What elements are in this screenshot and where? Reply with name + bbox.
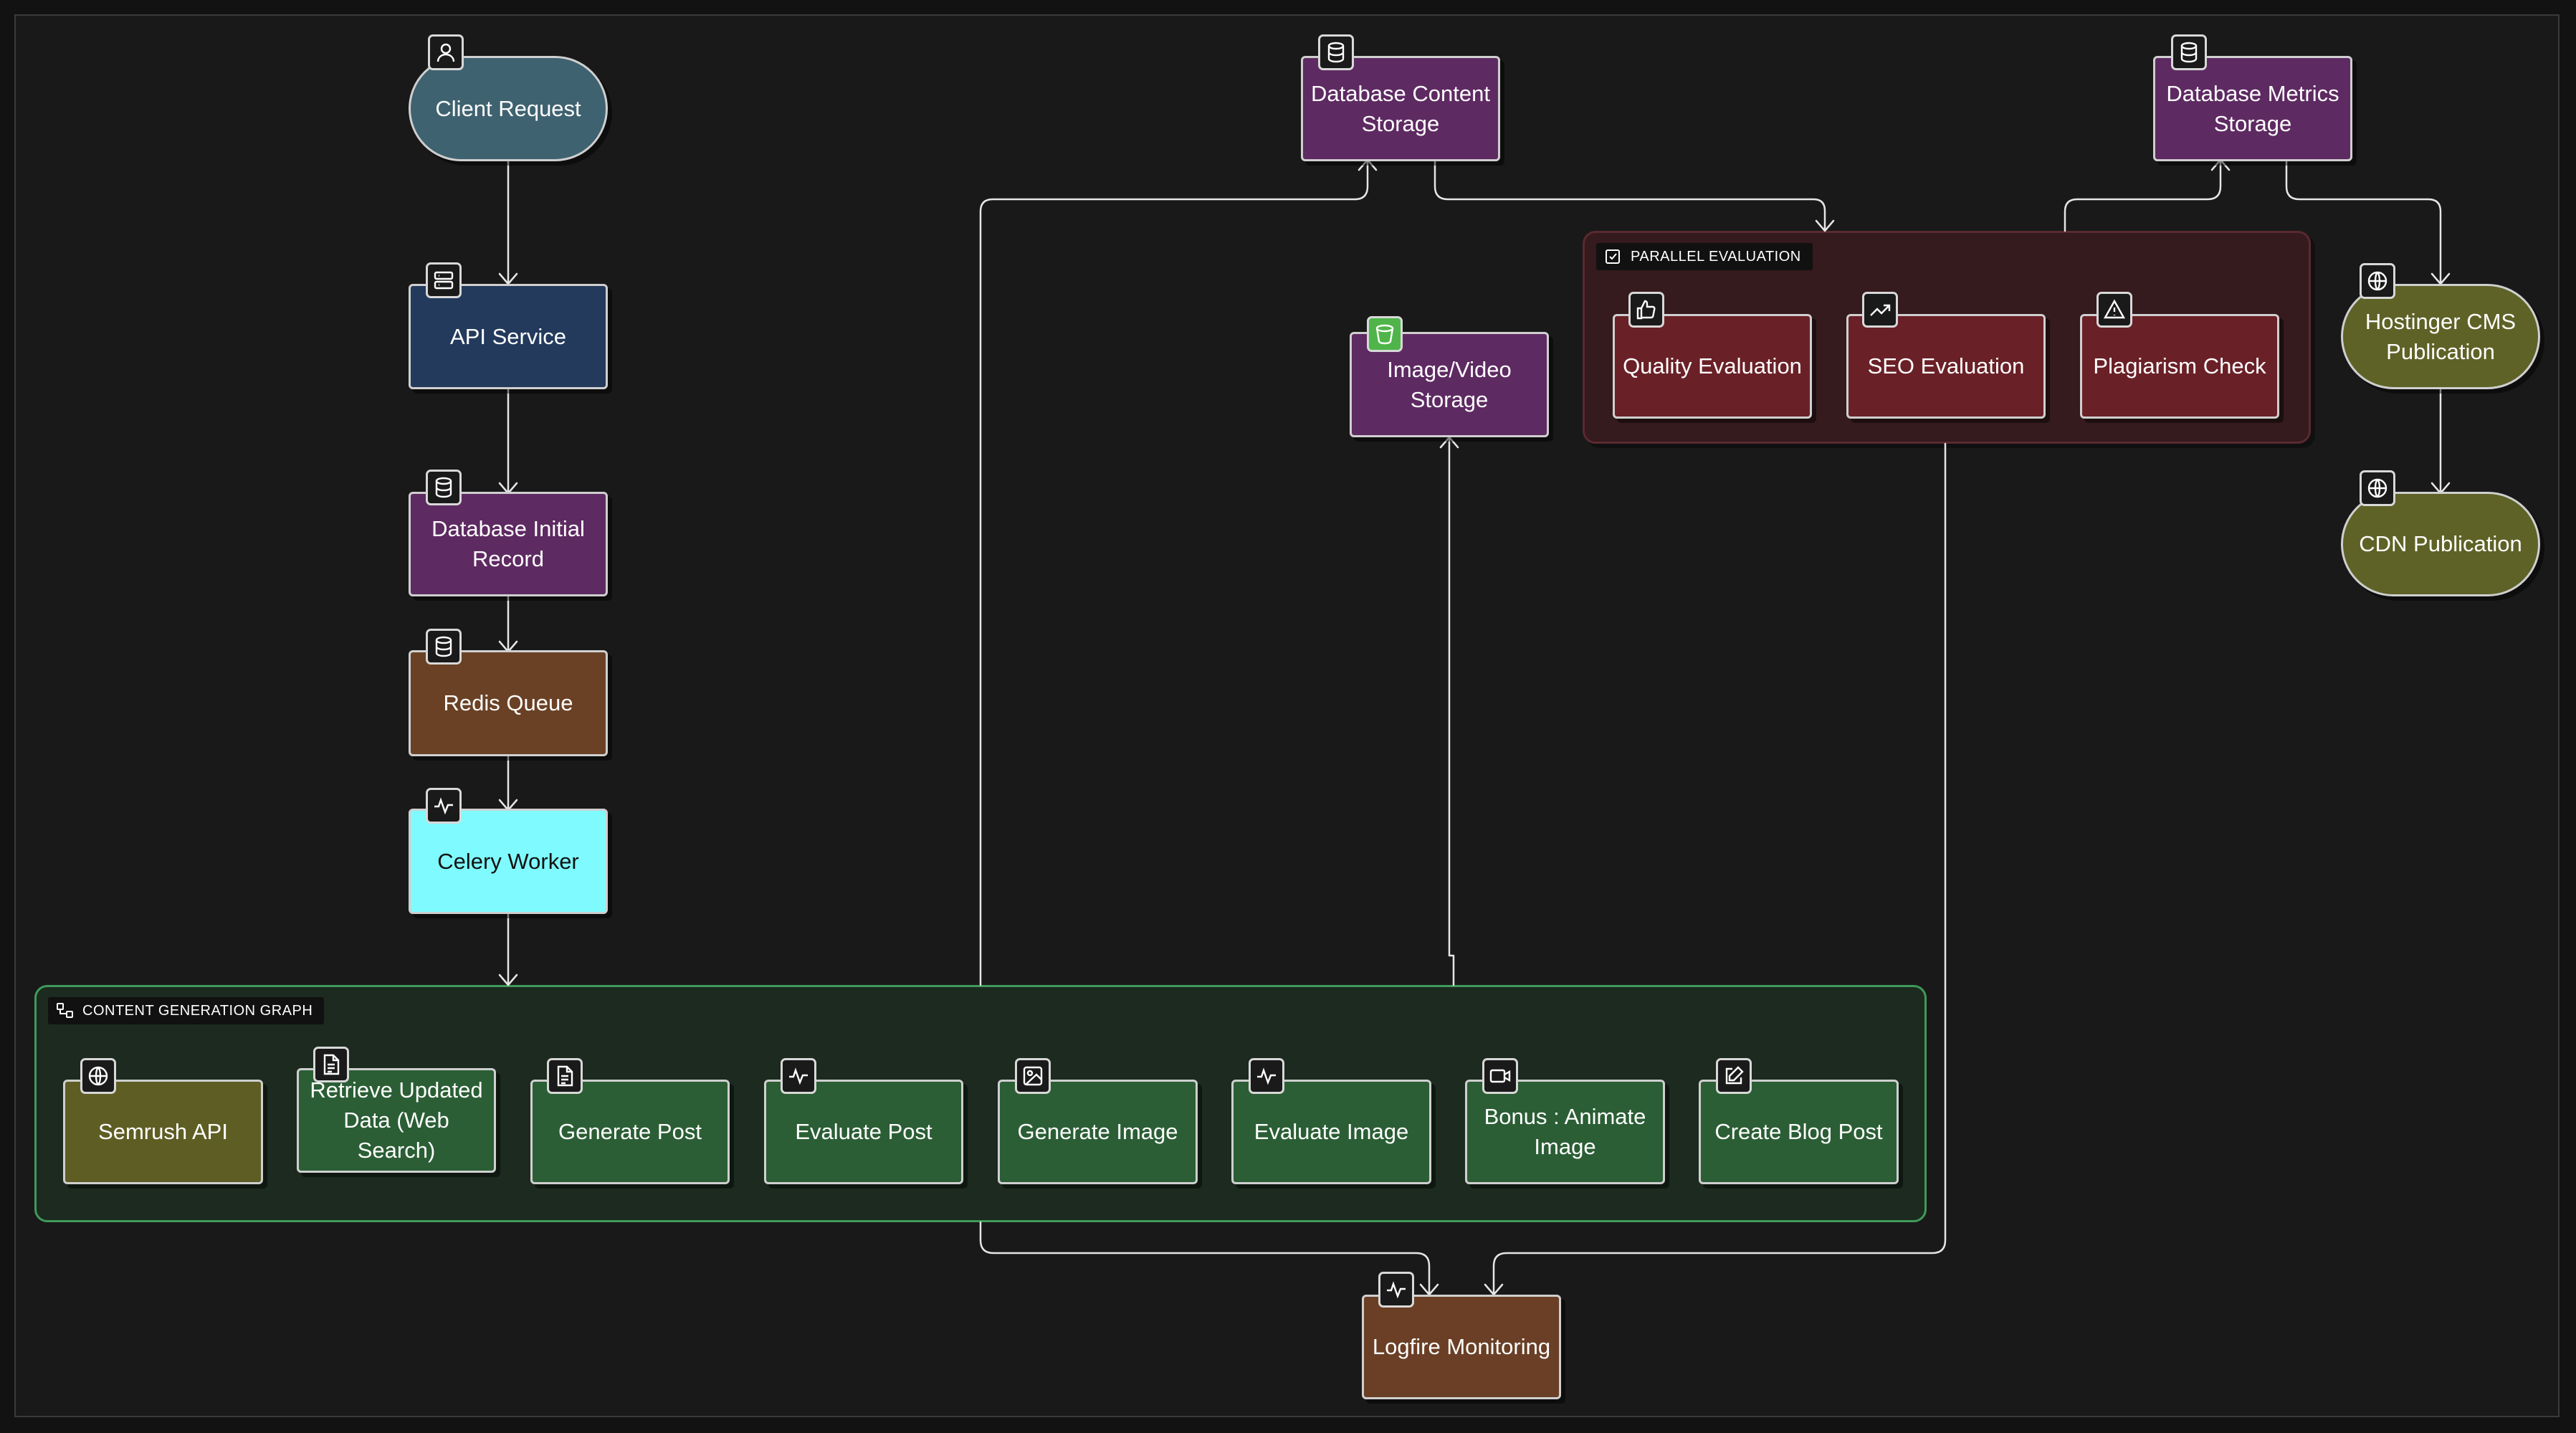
evaluate-post-label: Evaluate Post <box>795 1119 932 1144</box>
animate-image-label: Bonus : Animate Image <box>1484 1104 1646 1159</box>
logfire-monitoring-label: Logfire Monitoring <box>1372 1334 1551 1359</box>
semrush-api-node[interactable]: Semrush API <box>63 1080 263 1184</box>
db-metrics-storage-label: Database Metrics Storage <box>2166 80 2339 136</box>
celery-worker-label: Celery Worker <box>437 848 579 874</box>
evaluate-post-node[interactable]: Evaluate Post <box>764 1080 963 1184</box>
db-content-storage-label: Database Content Storage <box>1311 80 1490 136</box>
globe-icon <box>2360 263 2395 299</box>
retrieve-data-label: Retrieve Updated Data (Web Search) <box>310 1077 483 1163</box>
db-initial-record-node[interactable]: Database Initial Record <box>409 492 608 596</box>
api-service-node[interactable]: API Service <box>409 284 608 389</box>
seo-evaluation-label: SEO Evaluation <box>1867 353 2025 379</box>
content-generation-group-label: CONTENT GENERATION GRAPH <box>48 997 325 1024</box>
database-icon <box>426 629 462 665</box>
plagiarism-check-label: Plagiarism Check <box>2093 353 2266 379</box>
seo-evaluation-node[interactable]: SEO Evaluation <box>1846 314 2046 419</box>
quality-evaluation-node[interactable]: Quality Evaluation <box>1613 314 1812 419</box>
quality-evaluation-label: Quality Evaluation <box>1623 353 1802 379</box>
db-metrics-storage-node[interactable]: Database Metrics Storage <box>2153 56 2352 161</box>
activity-icon <box>426 788 462 824</box>
redis-queue-node[interactable]: Redis Queue <box>409 650 608 756</box>
video-icon <box>1482 1058 1518 1094</box>
database-icon <box>2171 34 2207 70</box>
client-request-node[interactable]: Client Request <box>409 56 608 161</box>
server-icon <box>426 262 462 298</box>
redis-queue-label: Redis Queue <box>443 690 573 715</box>
create-blog-post-label: Create Blog Post <box>1714 1119 1883 1144</box>
animate-image-node[interactable]: Bonus : Animate Image <box>1465 1080 1665 1184</box>
celery-worker-node[interactable]: Celery Worker <box>409 809 608 914</box>
document-icon <box>547 1058 583 1094</box>
generate-post-node[interactable]: Generate Post <box>530 1080 730 1184</box>
image-icon <box>1015 1058 1051 1094</box>
create-blog-post-node[interactable]: Create Blog Post <box>1699 1080 1899 1184</box>
parallel-evaluation-group-label: PARALLEL EVALUATION <box>1596 243 1813 270</box>
generate-image-node[interactable]: Generate Image <box>998 1080 1198 1184</box>
thumbs-up-icon <box>1628 292 1664 328</box>
trending-up-icon <box>1862 292 1898 328</box>
checkbox-icon <box>1606 249 1620 264</box>
semrush-api-label: Semrush API <box>98 1119 228 1144</box>
cdn-publication-node[interactable]: CDN Publication <box>2341 492 2540 596</box>
db-initial-record-label: Database Initial Record <box>431 516 585 571</box>
activity-icon <box>1249 1058 1284 1094</box>
edit-icon <box>1716 1058 1752 1094</box>
activity-icon <box>1378 1272 1414 1308</box>
image-video-storage-label: Image/Video Storage <box>1387 356 1512 412</box>
hostinger-cms-label: Hostinger CMS Publication <box>2365 308 2517 364</box>
plagiarism-check-node[interactable]: Plagiarism Check <box>2080 314 2279 419</box>
client-request-label: Client Request <box>435 95 581 121</box>
generate-image-label: Generate Image <box>1017 1119 1178 1144</box>
cdn-publication-label: CDN Publication <box>2359 531 2522 556</box>
globe-icon <box>80 1058 116 1094</box>
db-content-storage-node[interactable]: Database Content Storage <box>1301 56 1500 161</box>
database-icon <box>426 470 462 505</box>
retrieve-data-node[interactable]: Retrieve Updated Data (Web Search) <box>297 1068 496 1173</box>
evaluate-image-label: Evaluate Image <box>1254 1119 1409 1144</box>
warning-icon <box>2096 292 2132 328</box>
document-icon <box>313 1047 349 1082</box>
activity-icon <box>781 1058 816 1094</box>
database-icon <box>1318 34 1354 70</box>
hostinger-cms-node[interactable]: Hostinger CMS Publication <box>2341 284 2540 389</box>
bucket-icon <box>1367 316 1403 352</box>
workflow-icon <box>57 1003 73 1018</box>
globe-icon <box>2360 470 2395 506</box>
user-icon <box>428 34 464 70</box>
logfire-monitoring-node[interactable]: Logfire Monitoring <box>1362 1295 1561 1399</box>
api-service-label: API Service <box>450 323 566 349</box>
generate-post-label: Generate Post <box>558 1119 702 1144</box>
evaluate-image-node[interactable]: Evaluate Image <box>1231 1080 1431 1184</box>
